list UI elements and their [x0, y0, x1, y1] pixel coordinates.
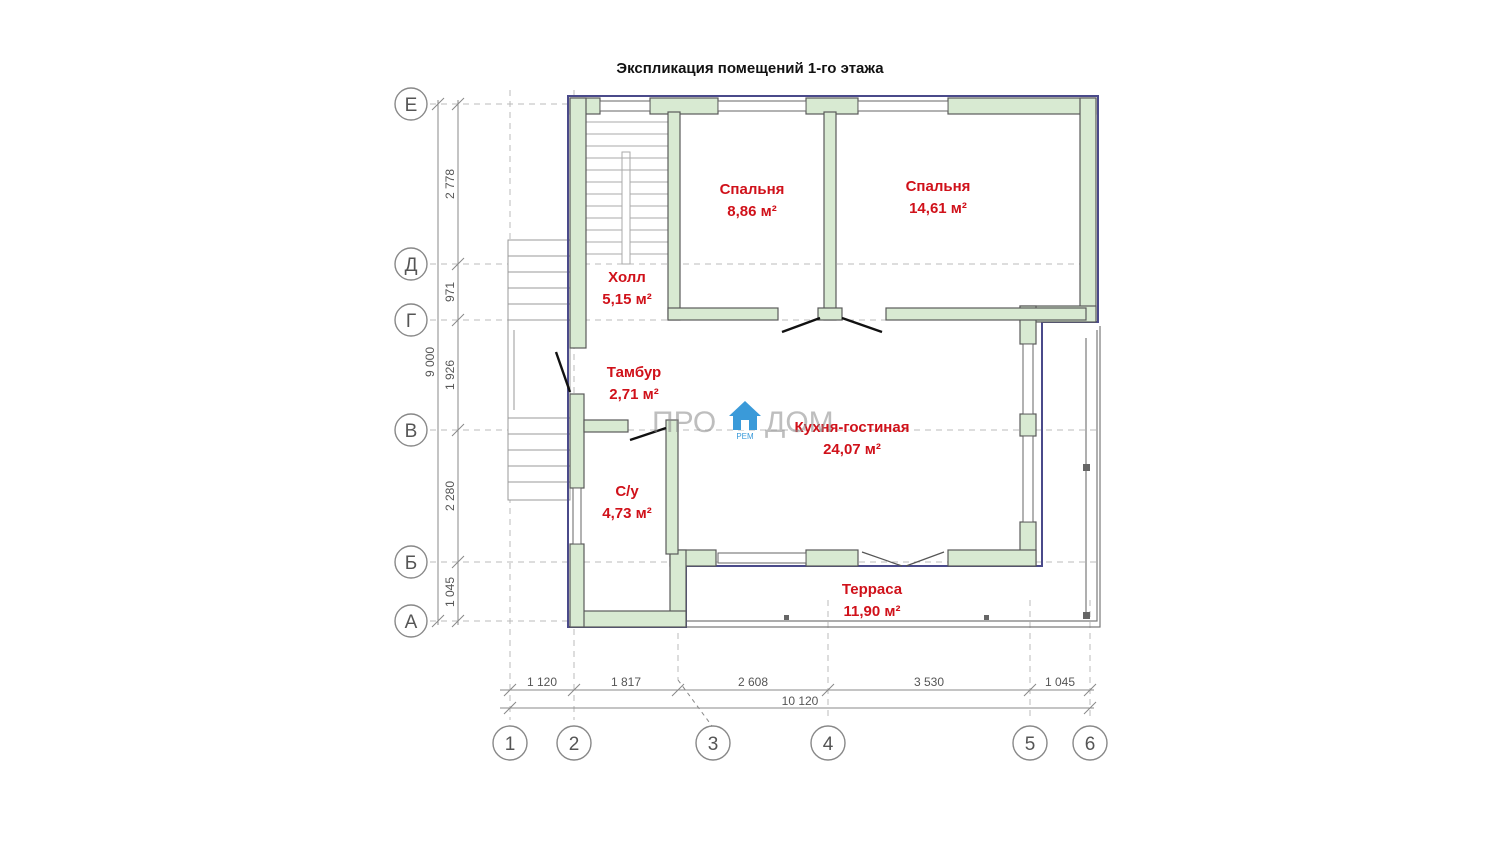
terrace-outline [682, 326, 1101, 628]
row-axis-v: В [394, 413, 428, 447]
room-name-bathroom: С/у [615, 483, 639, 500]
row-axis-a: А [394, 604, 428, 638]
dim-bottom-4: 3 530 [914, 675, 944, 689]
room-name-bedroom-2: Спальня [906, 178, 971, 195]
row-axis-e: Е [394, 87, 428, 121]
column-axis-label: 2 [569, 734, 580, 755]
interior-stairs [584, 121, 668, 265]
watermark-right: ДОМ [765, 406, 834, 439]
column-axis-2: 2 [556, 725, 592, 761]
room-area-bathroom: 4,73 м² [602, 505, 651, 522]
left-dimension-lines [431, 97, 465, 628]
room-name-bedroom-1: Спальня [720, 181, 785, 198]
dim-bottom-total: 10 120 [782, 694, 819, 708]
bottom-dimensions: 1 120 1 817 2 608 3 530 1 045 10 120 [527, 675, 1075, 708]
column-axis-label: 5 [1025, 734, 1036, 755]
row-axis-g: Г [394, 303, 428, 337]
row-axis-d: Д [394, 247, 428, 281]
column-axis-label: 4 [823, 734, 834, 755]
row-axis-label: А [405, 612, 418, 633]
terrace-doors [861, 551, 945, 567]
walls [569, 97, 1097, 628]
room-area-bedroom-1: 8,86 м² [727, 203, 776, 220]
column-axis-label: 6 [1085, 734, 1096, 755]
row-axis-label: Б [405, 553, 417, 574]
dim-bottom-1: 1 120 [527, 675, 557, 689]
column-axis-6: 6 [1072, 725, 1108, 761]
room-name-kitchen-living: Кухня-гостиная [795, 419, 910, 436]
windows [572, 100, 1034, 564]
doors [554, 316, 883, 442]
dim-left-total: 9 000 [423, 347, 437, 377]
room-name-terrace: Терраса [842, 581, 903, 598]
room-area-bedroom-2: 14,61 м² [909, 200, 967, 217]
dim-bottom-3: 2 608 [738, 675, 768, 689]
plan-title: Экспликация помещений 1-го этажа [616, 60, 884, 77]
column-axis-3: 3 [695, 725, 731, 761]
column-axis-markers: 1 2 3 4 5 6 [492, 725, 1108, 761]
dim-left-1: 2 778 [443, 169, 457, 199]
terrace-posts [509, 328, 1090, 620]
row-axis-label: Г [406, 311, 416, 332]
room-area-terrace: 11,90 м² [844, 603, 901, 620]
row-axis-markers: Е Д Г В Б А [394, 87, 428, 638]
row-axis-label: Е [405, 95, 418, 116]
row-axis-label: Д [405, 255, 418, 276]
porch-stairs [507, 239, 571, 501]
room-area-kitchen-living: 24,07 м² [823, 441, 881, 458]
column-axis-5: 5 [1012, 725, 1048, 761]
room-area-hall: 5,15 м² [602, 291, 651, 308]
watermark: ПРО РЕМ ДОМ [652, 401, 834, 441]
dim-bottom-5: 1 045 [1045, 675, 1075, 689]
dim-left-3: 1 926 [443, 360, 457, 390]
dim-left-4: 2 280 [443, 481, 457, 511]
dim-left-2: 971 [443, 282, 457, 302]
left-dimensions: 2 778 971 1 926 2 280 1 045 9 000 [423, 169, 457, 607]
column-axis-4: 4 [810, 725, 846, 761]
column-axis-label: 1 [505, 734, 516, 755]
bottom-dimension-lines [500, 679, 1097, 727]
room-area-vestibule: 2,71 м² [609, 386, 658, 403]
row-axis-b: Б [394, 545, 428, 579]
watermark-sub: РЕМ [736, 432, 754, 441]
column-axis-label: 3 [708, 734, 719, 755]
dim-bottom-2: 1 817 [611, 675, 641, 689]
room-labels: Спальня 8,86 м² Спальня 14,61 м² Холл 5,… [602, 178, 970, 620]
watermark-left: ПРО [652, 406, 716, 439]
room-name-vestibule: Тамбур [607, 364, 661, 381]
room-name-hall: Холл [608, 269, 646, 286]
house-icon [729, 401, 761, 430]
dim-left-5: 1 045 [443, 577, 457, 607]
row-axis-label: В [405, 421, 418, 442]
column-axis-1: 1 [492, 725, 528, 761]
